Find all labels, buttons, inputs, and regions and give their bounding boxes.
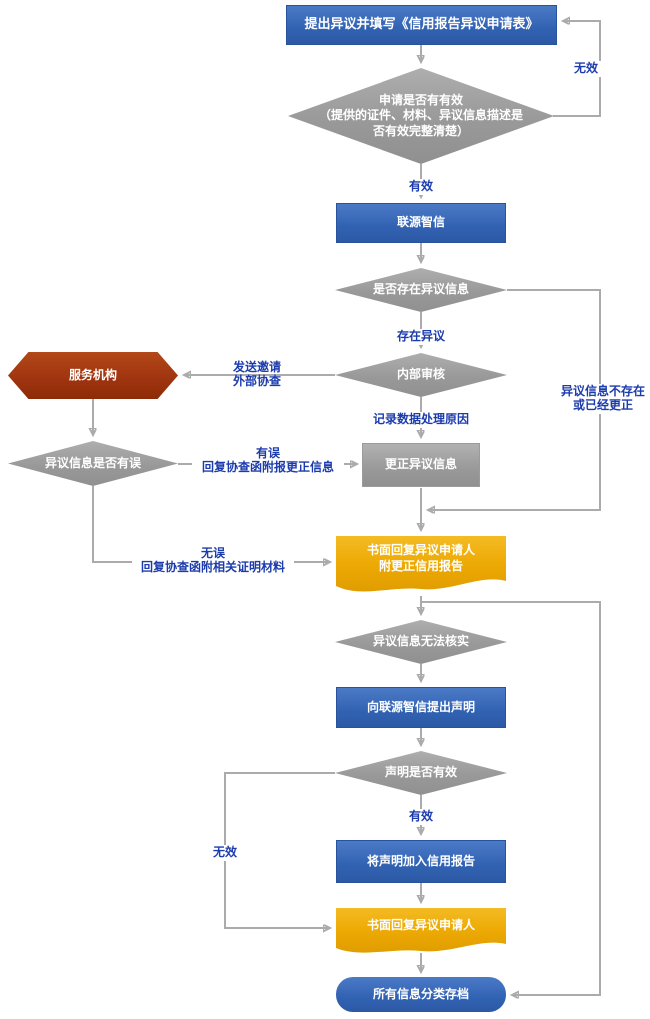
label-record-reason: 记录数据处理原因 — [366, 412, 476, 428]
label-invalid-bottom: 无效 — [203, 845, 247, 861]
label-dispute-exists: 存在异议 — [391, 329, 451, 345]
label-invalid-top: 无效 — [564, 61, 608, 77]
node-reply-with-report: 书面回复异议申请人 附更正信用报告 — [336, 536, 506, 598]
edge-reply-bypass-to-archive — [421, 601, 601, 995]
node-submit-statement: 向联源智信提出声明 — [336, 687, 506, 728]
label-valid-bottom: 有效 — [399, 809, 443, 825]
document-shape-icon — [336, 536, 506, 592]
node-correct-info: 更正异议信息 — [362, 443, 480, 487]
node-reply-applicant: 书面回复异议申请人 — [336, 908, 506, 958]
node-agency: 联源智信 — [336, 203, 506, 243]
label-valid-top: 有效 — [399, 179, 443, 195]
node-start: 提出异议并填写《信用报告异议申请表》 — [286, 5, 557, 45]
label-send-invite: 发送邀请 外部协查 — [232, 360, 281, 388]
label-has-error: 有误 回复协查函附报更正信息 — [192, 446, 344, 476]
node-service-org: 服务机构 — [8, 352, 178, 399]
document-shape-icon — [336, 908, 506, 953]
node-archive: 所有信息分类存档 — [336, 977, 506, 1012]
label-no-error: 无误 回复协查函附相关证明材料 — [132, 546, 294, 576]
node-add-statement: 将声明加入信用报告 — [336, 840, 506, 883]
label-not-exist: 异议信息不存在 或已经更正 — [556, 384, 650, 414]
